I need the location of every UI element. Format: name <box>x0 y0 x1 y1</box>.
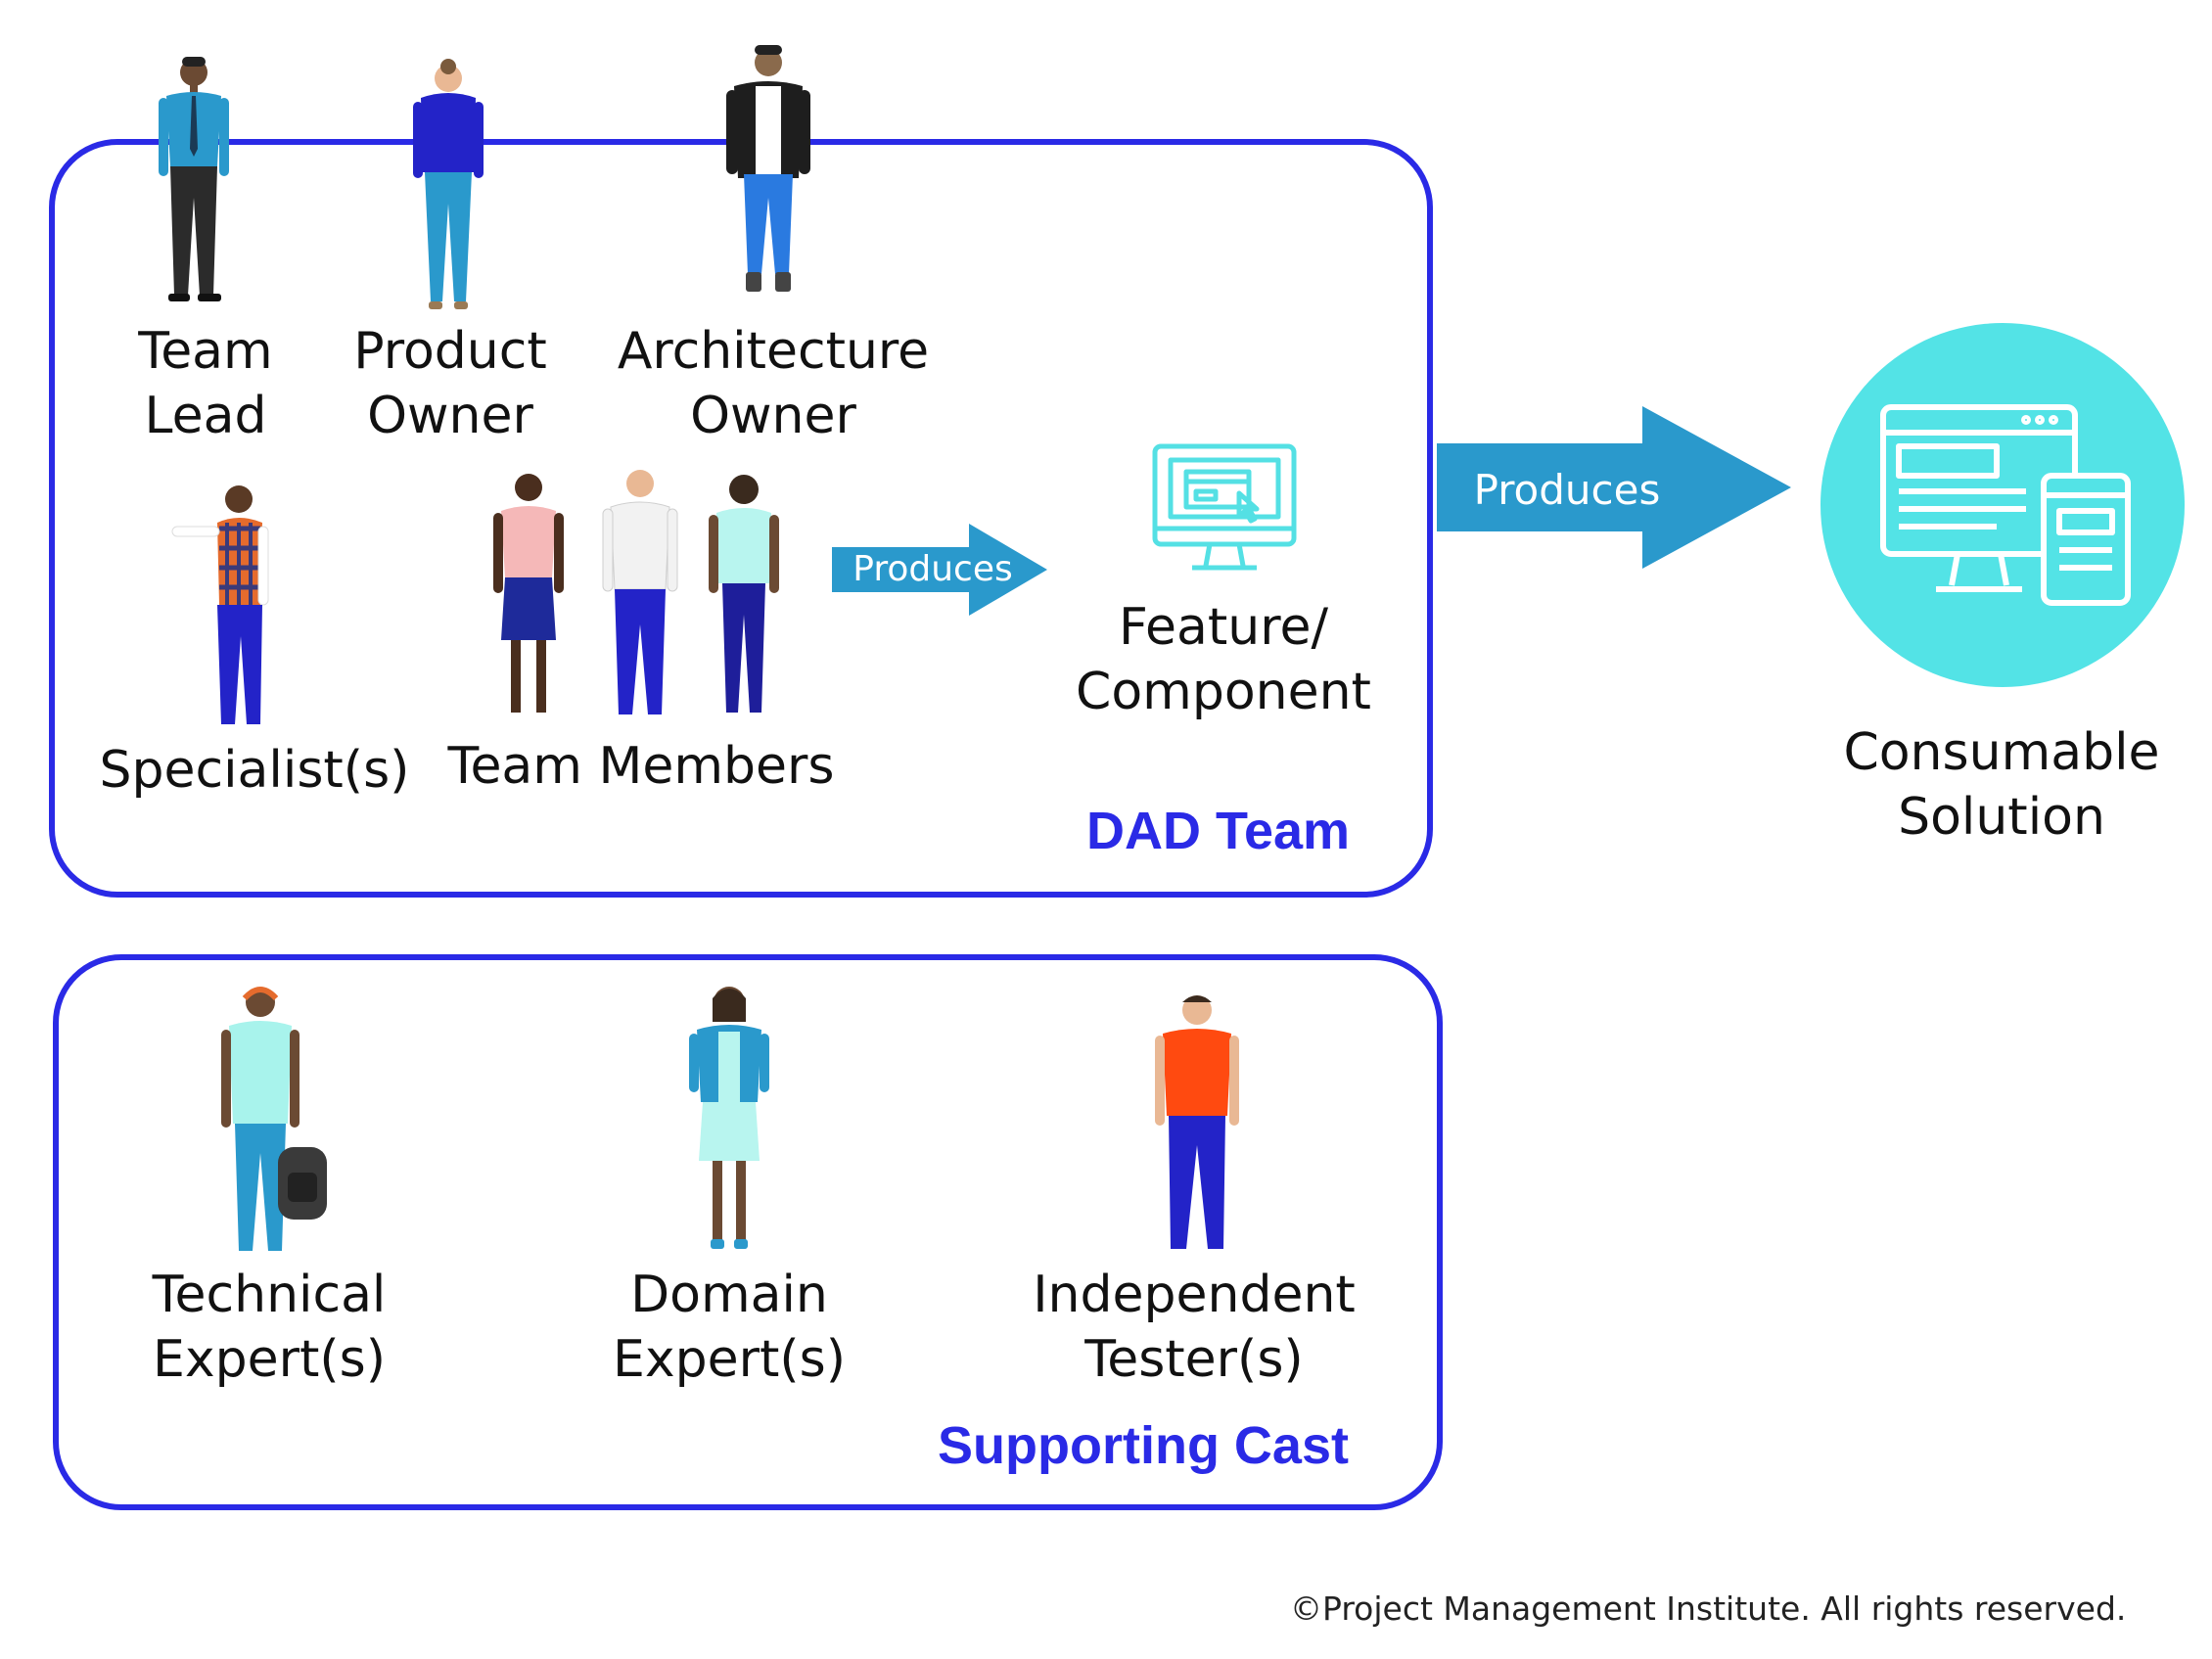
specialist-figure <box>171 485 269 724</box>
independent-tester-figure <box>1155 995 1239 1249</box>
team-member-figure-3 <box>709 475 779 713</box>
technical-expert-figure <box>221 987 327 1251</box>
domain-expert-figure <box>689 987 769 1249</box>
produces-label-large: Produces <box>1473 466 1661 514</box>
specialists-label: Specialist(s) <box>99 741 410 800</box>
produces-arrow-large <box>1437 406 1791 569</box>
team-lead-figure <box>159 57 229 301</box>
team-member-figure-1 <box>493 474 564 713</box>
copyright-notice: ©Project Management Institute. All right… <box>1290 1590 2127 1628</box>
supporting-cast-title: Supporting Cast <box>938 1416 1349 1475</box>
desktop-and-phone-icon <box>1880 404 2131 606</box>
supporting-cast-frame <box>53 954 1443 1510</box>
dad-team-title: DAD Team <box>1086 802 1351 860</box>
produces-label-small: Produces <box>853 549 1013 589</box>
product-owner-figure <box>413 59 484 309</box>
feature-component-label: Feature/Component <box>1076 598 1371 721</box>
architecture-owner-figure <box>726 45 810 292</box>
monitor-click-icon <box>1152 443 1297 571</box>
produces-arrow-small <box>832 524 1047 616</box>
team-members-label: Team Members <box>447 737 835 796</box>
team-member-figure-2 <box>602 470 678 714</box>
